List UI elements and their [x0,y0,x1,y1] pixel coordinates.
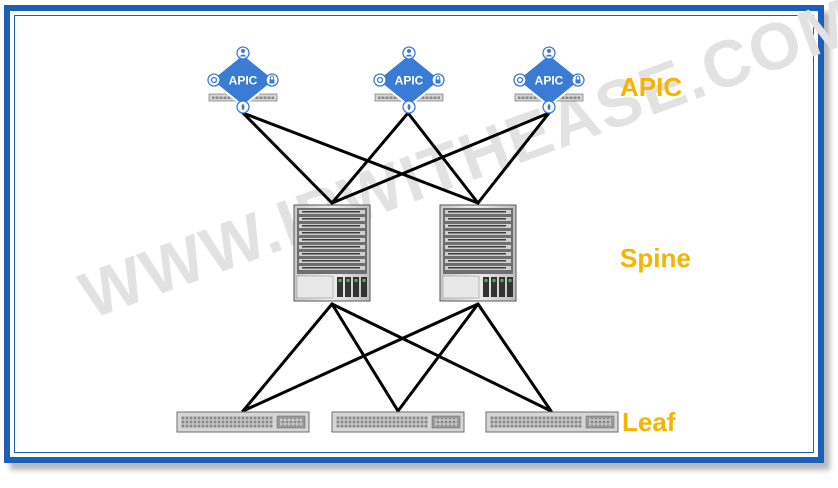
spine-switch-1 [293,204,371,302]
leaf-switch-1 [176,411,310,433]
diagram-inner-border [14,15,814,453]
link-spine1-leaf1 [241,302,334,413]
leaf-switch-3 [485,411,619,433]
apic-node-label: APIC [229,74,258,88]
link-spine2-leaf1 [241,302,480,413]
spine-layer-label: Spine [620,243,691,273]
apic-node-3: APIC [513,46,585,114]
apic-spine-links [241,111,551,205]
link-spine1-leaf3 [330,302,553,413]
apic-node-label: APIC [395,74,424,88]
apic-node-1: APIC [207,46,279,114]
leaf-switch-2 [331,411,465,433]
link-apic3-spine2 [476,111,551,205]
link-spine1-leaf2 [330,302,400,413]
apic-layer-label: APIC [620,72,683,102]
leaf-layer-label: Leaf [622,407,676,437]
spine-switch-2 [439,204,517,302]
link-spine2-leaf3 [476,302,553,413]
apic-node-label: APIC [535,74,564,88]
link-apic1-spine2 [241,111,480,205]
spine-leaf-links [241,302,553,413]
link-apic3-spine1 [330,111,551,205]
apic-node-2: APIC [373,46,445,114]
link-spine2-leaf2 [396,302,480,413]
link-apic2-spine1 [330,111,410,205]
link-apic1-spine1 [241,111,334,205]
